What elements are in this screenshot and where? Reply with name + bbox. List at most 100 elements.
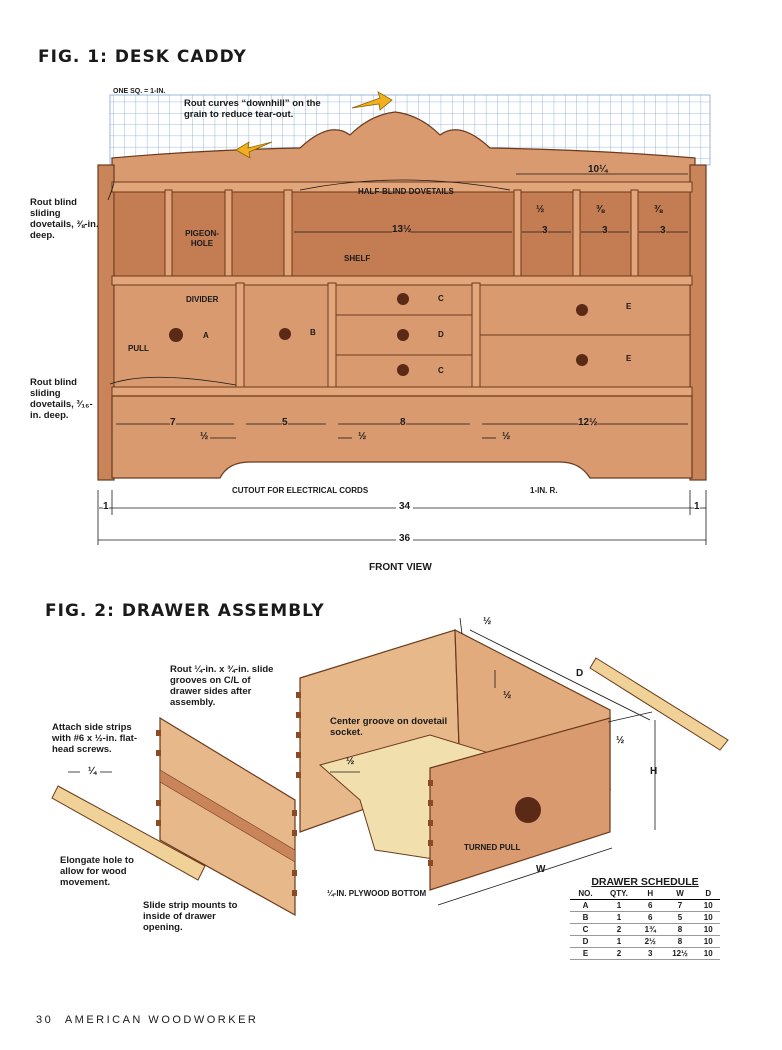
drawer-letter-c: C bbox=[438, 366, 444, 375]
elongate-hole-note: Elongate hole to allow for wood movement… bbox=[60, 855, 134, 888]
cell: 10 bbox=[696, 923, 720, 936]
cell: 8 bbox=[663, 923, 697, 936]
bottom-rail bbox=[111, 386, 693, 397]
front-view-label: FRONT VIEW bbox=[369, 562, 432, 573]
drawer-letter-c: C bbox=[438, 294, 444, 303]
pull-label: PULL bbox=[128, 344, 149, 353]
cell: 1 bbox=[600, 899, 637, 912]
grain-arrow bbox=[235, 141, 273, 159]
page-footer: 30 AMERICAN WOODWORKER bbox=[36, 1014, 258, 1026]
cutout-label: CUTOUT FOR ELECTRICAL CORDS bbox=[232, 486, 369, 495]
col-w: W bbox=[663, 888, 697, 900]
dim-half: ½ bbox=[200, 431, 209, 442]
cell: 1 bbox=[600, 935, 637, 948]
fig1-title: FIG. 1: DESK CADDY bbox=[38, 47, 247, 67]
cell: 1 bbox=[600, 911, 637, 924]
grain-arrow bbox=[351, 91, 393, 111]
fig2-title: FIG. 2: DRAWER ASSEMBLY bbox=[45, 601, 325, 621]
drawer-letter-d: D bbox=[438, 330, 444, 339]
pigeon-divider bbox=[283, 189, 293, 277]
knob bbox=[397, 329, 409, 341]
dim-thirtysix: 36 bbox=[396, 533, 414, 544]
dim-thirtyfour: 34 bbox=[396, 501, 414, 512]
cell: 7 bbox=[663, 899, 697, 912]
pigeon-divider bbox=[630, 189, 639, 277]
drawer-c2 bbox=[335, 354, 473, 388]
dim-12-5: 12½ bbox=[578, 417, 598, 428]
pigeon-divider bbox=[164, 189, 173, 277]
desk-caddy-drawing bbox=[97, 91, 711, 545]
dim-half: ½ bbox=[503, 690, 512, 701]
left-slide-strip bbox=[51, 785, 206, 881]
dim-half: ½ bbox=[616, 735, 625, 746]
col-qty: QTY. bbox=[600, 888, 637, 900]
knob bbox=[397, 364, 409, 376]
dim-half: ½ bbox=[483, 616, 492, 627]
cell: 5 bbox=[663, 911, 697, 924]
drawer-assembly-drawing bbox=[51, 617, 729, 917]
dim-seven: 7 bbox=[170, 417, 176, 428]
cell: 3 bbox=[636, 947, 664, 960]
col-d: D bbox=[696, 888, 720, 900]
upper-left-bay bbox=[113, 191, 293, 277]
slide-strip-note: Slide strip mounts to inside of drawer o… bbox=[143, 900, 238, 933]
divider bbox=[235, 282, 245, 390]
divider bbox=[327, 282, 337, 390]
cell: E bbox=[570, 947, 601, 960]
dim-half: ½ bbox=[502, 431, 511, 442]
dim-three: 3 bbox=[602, 225, 608, 236]
divider bbox=[471, 282, 481, 390]
cell: B bbox=[570, 911, 601, 924]
rout-blind-bottom-note: Rout blind sliding dovetails, ³⁄₁₆-in. d… bbox=[30, 377, 93, 421]
back-board bbox=[111, 111, 696, 191]
divider-label: DIVIDER bbox=[186, 295, 219, 304]
cell: 10 bbox=[696, 947, 720, 960]
cell: 6 bbox=[636, 899, 664, 912]
base-board bbox=[111, 395, 693, 479]
cell: D bbox=[570, 935, 601, 948]
col-h: H bbox=[636, 888, 664, 900]
cell: 1¾ bbox=[636, 923, 664, 936]
pigeonhole-label: PIGEON-HOLE bbox=[185, 229, 219, 248]
magazine-name: AMERICAN WOODWORKER bbox=[64, 1014, 259, 1026]
drawer-letter-e: E bbox=[626, 302, 632, 311]
knob bbox=[576, 354, 588, 366]
dim-three-eighths: ⅜ bbox=[654, 204, 663, 215]
plywood-bottom-label: ¼-IN. PLYWOOD BOTTOM bbox=[327, 889, 427, 898]
slide-groove bbox=[159, 769, 296, 863]
cell: 2 bbox=[600, 923, 637, 936]
grid-scale-label: ONE SQ. = 1-IN. bbox=[113, 88, 166, 95]
drawer-letter-b: B bbox=[310, 328, 316, 337]
turned-pull-knob bbox=[515, 797, 541, 823]
dim-three: 3 bbox=[660, 225, 666, 236]
dim-w: W bbox=[536, 864, 546, 875]
dim-d: D bbox=[576, 668, 584, 679]
center-groove-note: Center groove on dovetail socket. bbox=[330, 716, 448, 738]
rout-curves-note: Rout curves “downhill” on the grain to r… bbox=[184, 98, 321, 120]
cell: 6 bbox=[636, 911, 664, 924]
cell: A bbox=[570, 899, 601, 912]
dim-10-25: 10¼ bbox=[588, 164, 608, 175]
cell: 10 bbox=[696, 911, 720, 924]
cell: C bbox=[570, 923, 601, 936]
cell: 2½ bbox=[636, 935, 664, 948]
dim-three: 3 bbox=[542, 225, 548, 236]
cell: 2 bbox=[600, 947, 637, 960]
dim-half: ½ bbox=[346, 756, 355, 767]
dim-quarter: ¼ bbox=[88, 766, 97, 777]
cell: 10 bbox=[696, 899, 720, 912]
dim-eight: 8 bbox=[400, 417, 406, 428]
rout-grooves-note: Rout ¼-in. x ¾-in. slide grooves on C/L … bbox=[170, 664, 274, 708]
page-number: 30 bbox=[36, 1014, 54, 1026]
col-no: NO. bbox=[570, 888, 601, 900]
drawer-letter-e: E bbox=[626, 354, 632, 363]
attach-strips-note: Attach side strips with #6 x ½-in. flat-… bbox=[52, 722, 137, 755]
dim-h: H bbox=[650, 766, 658, 777]
